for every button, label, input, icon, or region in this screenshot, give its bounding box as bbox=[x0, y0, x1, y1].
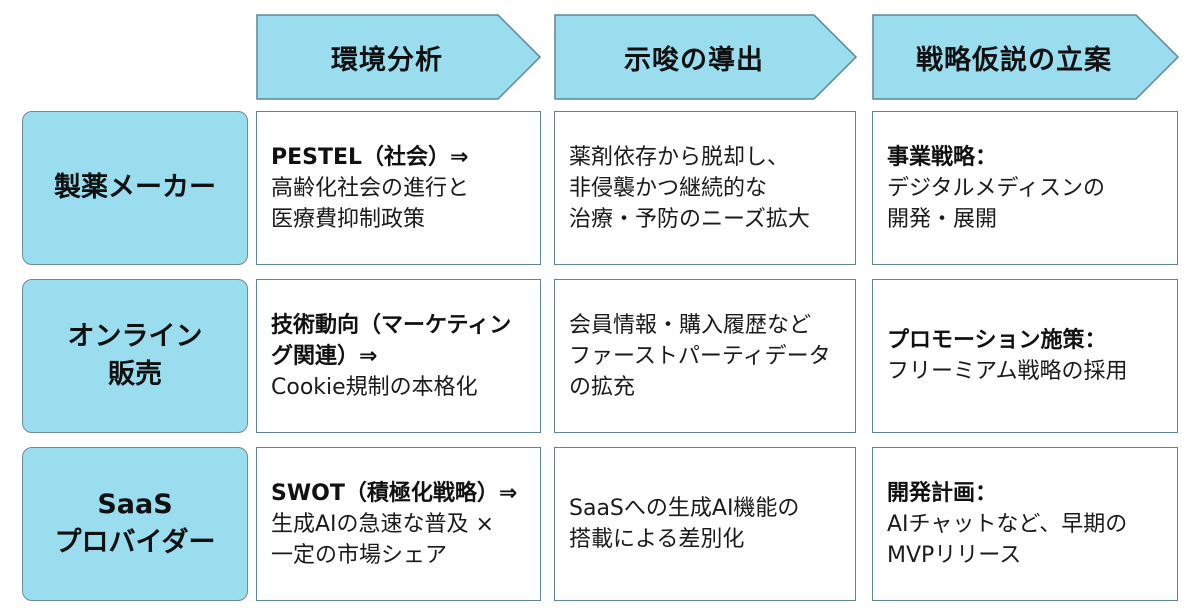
cell-line: AIチャットなど、早期の bbox=[887, 511, 1128, 537]
header-arrow-derive-implications: 示唆の導出 bbox=[554, 14, 858, 100]
cell-line: SaaSへの生成AI機能の bbox=[569, 496, 800, 521]
cell-line: 搭載による差別化 bbox=[569, 527, 745, 552]
cell-line: 治療・予防のニーズ拡大 bbox=[569, 206, 810, 232]
cell-line: デジタルメディスンの bbox=[887, 175, 1106, 201]
cell-saas-environment: SWOT（積極化戦略）⇒ 生成AIの急速な普及 × 一定の市場シェア bbox=[256, 447, 541, 601]
header-arrow-strategy-hypothesis: 戦略仮説の立案 bbox=[872, 14, 1180, 100]
chevron-arrow-shape bbox=[872, 14, 1180, 100]
cell-saas-strategy: 開発計画： AIチャットなど、早期の MVPリリース bbox=[872, 447, 1178, 601]
cell-line: 生成AIの急速な普及 × bbox=[271, 511, 494, 537]
cell-pharma-environment: PESTEL（社会）⇒ 高齢化社会の進行と 医療費抑制政策 bbox=[256, 111, 541, 265]
header-label: 示唆の導出 bbox=[624, 44, 764, 76]
chevron-arrow-shape bbox=[256, 14, 542, 100]
cell-bold-line: PESTEL（社会）⇒ bbox=[271, 144, 469, 170]
cell-line: Cookie規制の本格化 bbox=[271, 374, 478, 400]
cell-online-environment: 技術動向（マーケティン グ関連）⇒ Cookie規制の本格化 bbox=[256, 279, 541, 433]
row-label-line: 販売 bbox=[108, 359, 162, 390]
header-label: 環境分析 bbox=[331, 44, 443, 76]
row-label-pharma-maker: 製薬メーカー bbox=[22, 111, 248, 265]
cell-line: ファーストパーティデータ bbox=[569, 343, 831, 369]
cell-line: 高齢化社会の進行と bbox=[271, 175, 470, 201]
row-label-saas-provider: SaaS プロバイダー bbox=[22, 447, 248, 601]
header-label: 戦略仮説の立案 bbox=[916, 44, 1112, 76]
cell-online-strategy: プロモーション施策： フリーミアム戦略の採用 bbox=[872, 279, 1178, 433]
cell-bold-line: グ関連）⇒ bbox=[271, 343, 378, 369]
cell-line: の拡充 bbox=[569, 374, 636, 400]
cell-line: MVPリリース bbox=[887, 542, 1022, 568]
cell-bold-line: プロモーション施策： bbox=[887, 328, 1107, 353]
row-label-line: プロバイダー bbox=[54, 527, 216, 558]
row-label-line: 製薬メーカー bbox=[54, 171, 216, 203]
row-label-line: オンライン bbox=[67, 320, 203, 352]
cell-line: 会員情報・購入履歴など bbox=[569, 312, 812, 338]
cell-line: 医療費抑制政策 bbox=[271, 206, 426, 232]
cell-bold-line: 開発計画： bbox=[887, 480, 998, 506]
cell-saas-implication: SaaSへの生成AI機能の 搭載による差別化 bbox=[554, 447, 856, 601]
cell-line: 一定の市場シェア bbox=[271, 542, 448, 568]
cell-pharma-strategy: 事業戦略： デジタルメディスンの 開発・展開 bbox=[872, 111, 1178, 265]
cell-pharma-implication: 薬剤依存から脱却し、 非侵襲かつ継続的な 治療・予防のニーズ拡大 bbox=[554, 111, 856, 265]
header-arrow-environment-analysis: 環境分析 bbox=[256, 14, 542, 100]
cell-line: 開発・展開 bbox=[887, 206, 998, 232]
row-label-line: SaaS bbox=[97, 488, 173, 520]
cell-bold-line: SWOT（積極化戦略）⇒ bbox=[271, 480, 518, 506]
row-label-online-sales: オンライン 販売 bbox=[22, 279, 248, 433]
cell-online-implication: 会員情報・購入履歴など ファーストパーティデータ の拡充 bbox=[554, 279, 856, 433]
chevron-arrow-shape bbox=[554, 14, 858, 100]
cell-bold-line: 事業戦略： bbox=[887, 144, 998, 170]
cell-line: 非侵襲かつ継続的な bbox=[569, 175, 768, 201]
cell-line: 薬剤依存から脱却し、 bbox=[569, 144, 790, 170]
cell-line: フリーミアム戦略の採用 bbox=[887, 359, 1128, 384]
cell-bold-line: 技術動向（マーケティン bbox=[271, 312, 512, 338]
